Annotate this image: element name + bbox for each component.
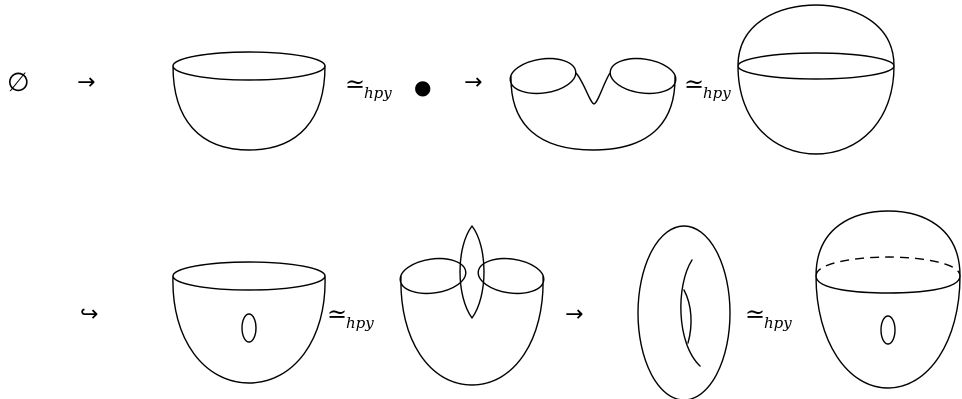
empty-set-symbol: ∅ — [7, 68, 30, 98]
homotopy-equivalence-1: ≃ hpy — [345, 70, 392, 102]
svg-text:hpy: hpy — [364, 84, 392, 102]
folded-disk-shape — [509, 57, 677, 151]
torus-shape — [637, 225, 731, 399]
sphere-with-hole-shape — [815, 210, 961, 389]
homotopy-equivalence-4: ≃ hpy — [745, 300, 792, 332]
bowl-with-hole-shape — [172, 261, 326, 384]
row2-arrow: → — [565, 302, 583, 327]
svg-text:≃: ≃ — [745, 300, 765, 328]
row1-arrow-1: → — [77, 70, 95, 95]
sphere-shape — [737, 4, 895, 155]
svg-text:≃: ≃ — [345, 70, 365, 98]
svg-text:≃: ≃ — [327, 300, 347, 328]
pair-of-pants-shape — [399, 225, 545, 386]
disk-bowl-shape — [172, 51, 326, 151]
homotopy-equivalence-2: ≃ hpy — [684, 70, 731, 102]
svg-text:hpy: hpy — [764, 314, 792, 332]
point-symbol: ● — [414, 75, 431, 99]
svg-text:hpy: hpy — [346, 314, 374, 332]
svg-text:hpy: hpy — [703, 84, 731, 102]
svg-text:≃: ≃ — [684, 70, 704, 98]
inclusion-arrow: ↪ — [80, 302, 98, 327]
row1-arrow-2: → — [464, 70, 482, 95]
homotopy-equivalence-3: ≃ hpy — [327, 300, 374, 332]
